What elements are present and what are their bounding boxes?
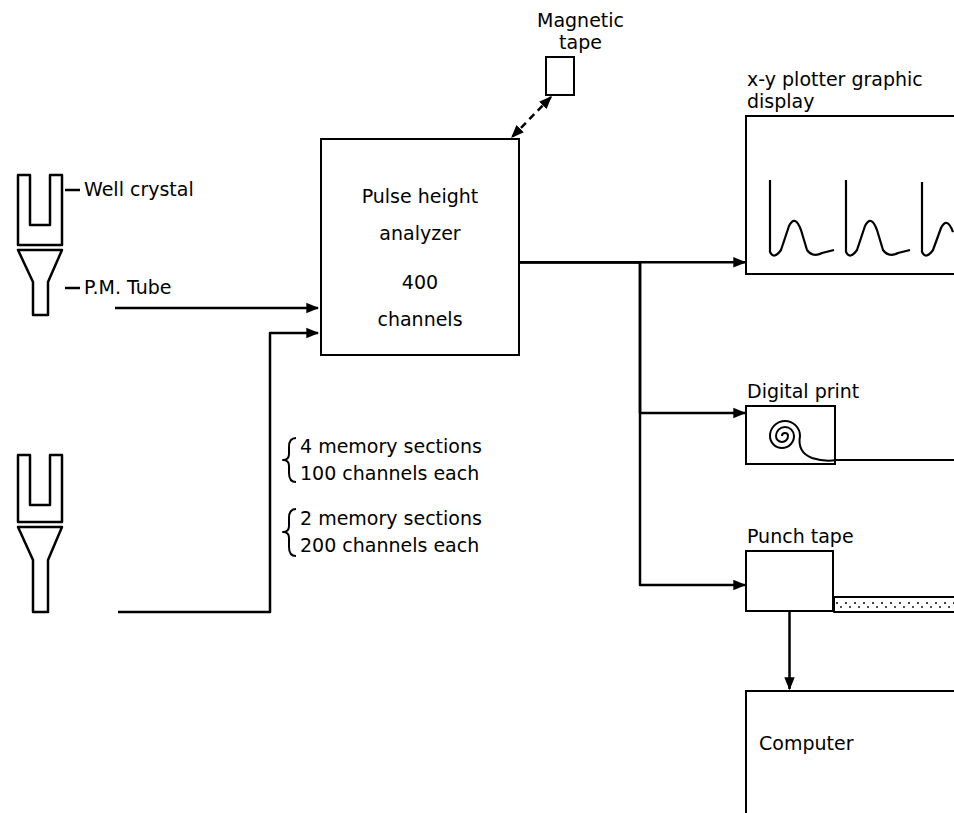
connector-arrow xyxy=(520,262,745,585)
brace xyxy=(283,438,296,482)
connector-arrow xyxy=(788,612,791,689)
connector-arrow xyxy=(512,97,551,137)
part-label: 4 memory sections xyxy=(300,435,482,458)
output-box: Digital print xyxy=(745,405,836,465)
well-crystal xyxy=(18,175,62,245)
signal-wire xyxy=(115,307,318,310)
punch-tape-strip xyxy=(834,597,954,612)
part-label: 200 channels each xyxy=(300,534,479,557)
box-heading: x-y plotter graphic display xyxy=(747,69,947,113)
box-heading: Magnetic tape xyxy=(537,10,624,54)
part-label: Well crystal xyxy=(84,178,194,201)
storage-box: Magnetic tape xyxy=(545,56,575,96)
part-label: 100 channels each xyxy=(300,462,479,485)
brace xyxy=(283,509,296,556)
output-box: x-y plotter graphic display xyxy=(745,115,954,275)
computer-box: Computer xyxy=(745,690,954,813)
connector-arrow xyxy=(520,262,745,413)
analyzer-box: Pulse height analyzer 400 channels xyxy=(320,138,520,356)
leader-line xyxy=(65,287,80,290)
well-crystal xyxy=(18,455,62,522)
box-text: Computer xyxy=(759,732,946,755)
box-heading: Punch tape xyxy=(747,526,854,548)
plot-trace xyxy=(770,180,953,256)
box-heading: Digital print xyxy=(747,381,859,403)
box-text: 400 channels xyxy=(377,264,462,338)
output-box: Punch tape xyxy=(745,550,834,612)
leader-line xyxy=(65,189,80,192)
part-label: P.M. Tube xyxy=(84,276,172,299)
signal-wire xyxy=(118,333,318,612)
pm-tube xyxy=(18,527,62,612)
pm-tube xyxy=(18,250,62,315)
box-text: Pulse height analyzer xyxy=(336,178,504,252)
print-spiral xyxy=(770,421,954,461)
part-label: 2 memory sections xyxy=(300,507,482,530)
